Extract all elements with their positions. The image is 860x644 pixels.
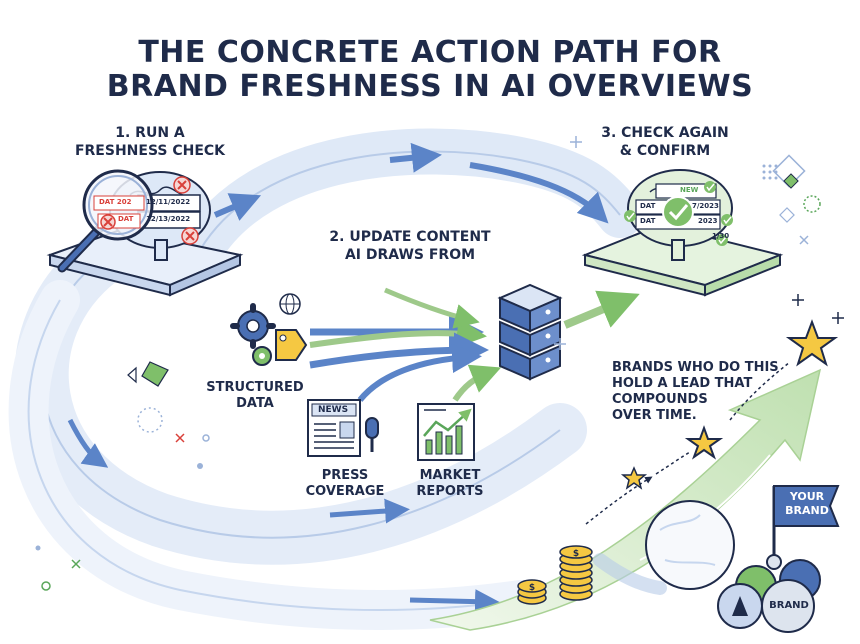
old-date-2: 12/13/2022 [146, 215, 191, 223]
press-line-1: PRESS [321, 468, 369, 483]
page-title: THE CONCRETE ACTION PATH FOR BRAND FRESH… [0, 36, 860, 104]
market-reports-label: MARKET REPORTS [400, 468, 500, 500]
error-x-icons [100, 176, 199, 245]
microphone-icon [365, 417, 379, 452]
market-line-1: MARKET [419, 468, 481, 483]
date-card-old [137, 194, 201, 229]
new-date-prefix-1: NEW [680, 186, 699, 194]
market-report-icon [417, 403, 475, 461]
check-icons [624, 181, 733, 246]
press-line-2: COVERAGE [305, 484, 385, 499]
svg-text:$: $ [529, 583, 535, 593]
note-line-4: OVER TIME. [612, 408, 697, 423]
old-date-prefix-1: DAT 202 [99, 198, 132, 206]
globe-icon [279, 293, 301, 315]
new-date-2: 7/2023 [692, 202, 719, 210]
title-line-2: BRAND FRESHNESS IN AI OVERVIEWS [106, 69, 754, 104]
flag-icon [766, 485, 840, 570]
structured-line-1: STRUCTURED [206, 380, 304, 395]
old-date-1: 12/11/2022 [146, 198, 191, 206]
flag-line-1: YOUR [789, 490, 825, 503]
step-3-line-2: & CONFIRM [619, 143, 711, 159]
structured-line-2: DATA [236, 396, 274, 411]
new-date-prefix-3: DAT [640, 217, 656, 225]
coin-stack-icon: $ $ [517, 545, 593, 605]
flag-line-2: BRAND [785, 504, 829, 517]
step-1-line-2: FRESHNESS CHECK [74, 143, 226, 159]
newspaper-icon [307, 399, 361, 457]
flag-label: YOUR BRAND [778, 490, 836, 518]
brand-balls [717, 559, 821, 633]
structured-data-label: STRUCTURED DATA [205, 380, 305, 412]
step-1-label: 1. RUN A FRESHNESS CHECK [60, 124, 240, 160]
source-arrows [309, 287, 640, 402]
new-date-3: 2023 [698, 217, 718, 225]
brand-ball-label: BRAND [769, 600, 809, 611]
sparkle-icons [554, 136, 844, 350]
compounding-note: BRANDS WHO DO THIS HOLD A LEAD THAT COMP… [612, 360, 792, 424]
title-line-1: THE CONCRETE ACTION PATH FOR [138, 35, 722, 70]
step-2-line-2: AI DRAWS FROM [344, 247, 476, 263]
snowball-icon [593, 500, 735, 595]
newspaper-label: NEWS [318, 405, 349, 415]
star-icons [585, 319, 839, 525]
step-3-label: 3. CHECK AGAIN & CONFIRM [590, 124, 740, 160]
step-2-line-1: 2. UPDATE CONTENT [329, 229, 491, 245]
svg-text:$: $ [573, 549, 579, 559]
loop-arrows [8, 128, 643, 630]
note-line-2: HOLD A LEAD THAT [612, 376, 753, 391]
decorative-shapes [35, 154, 821, 591]
new-date-4: 1/30 [712, 232, 730, 240]
note-line-1: BRANDS WHO DO THIS [612, 360, 779, 375]
step-1-line-1: 1. RUN A [115, 125, 185, 141]
gear-icon [230, 303, 276, 366]
freshness-check-platform [46, 228, 244, 297]
market-line-2: REPORTS [416, 484, 484, 499]
old-date-prefix-2: DAT [118, 215, 134, 223]
press-coverage-label: PRESS COVERAGE [290, 468, 400, 500]
note-line-3: COMPOUNDS [612, 392, 708, 407]
server-icon [497, 283, 563, 381]
step-2-label: 2. UPDATE CONTENT AI DRAWS FROM [320, 228, 500, 264]
tag-icon [275, 329, 308, 361]
new-date-prefix-2: DAT [640, 202, 656, 210]
step-3-line-1: 3. CHECK AGAIN [601, 125, 729, 141]
brain-icon-new [627, 169, 733, 261]
